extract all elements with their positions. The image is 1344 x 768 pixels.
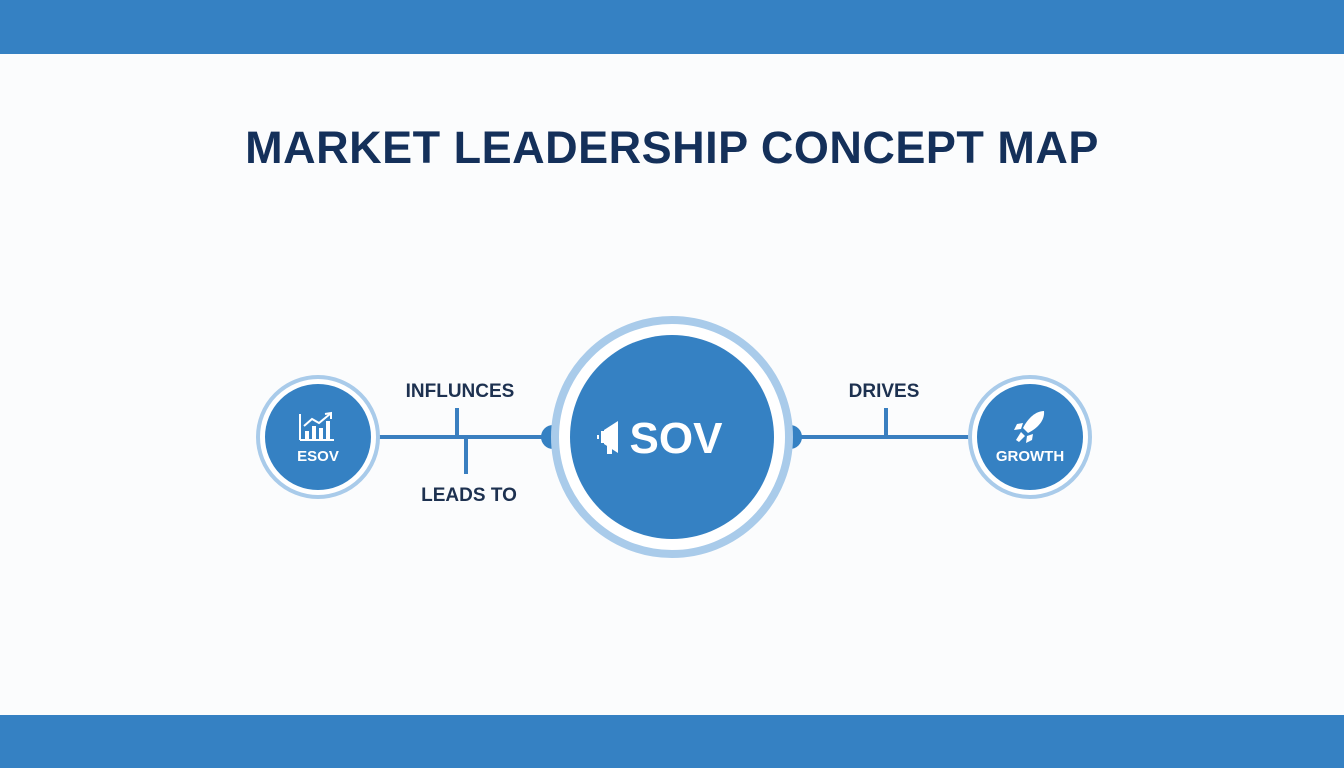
megaphone-icon — [597, 421, 618, 454]
node-growth: GROWTH — [968, 375, 1092, 499]
page-title: MARKET LEADERSHIP CONCEPT MAP — [245, 122, 1099, 173]
node-esov: ESOV — [256, 375, 380, 499]
connector-esov-sov — [378, 408, 565, 474]
rocket-icon — [1014, 411, 1045, 443]
connector-sov-growth — [778, 408, 970, 449]
edge-label-drives: DRIVES — [849, 381, 920, 402]
node-sov-label: SOV — [630, 414, 724, 463]
node-sov: SOV — [551, 316, 793, 558]
top-banner — [0, 0, 1344, 54]
edge-label-leads-to: LEADS TO — [421, 485, 517, 506]
node-esov-label: ESOV — [297, 448, 339, 465]
bottom-banner — [0, 715, 1344, 768]
bar-chart-trend-icon — [299, 411, 334, 441]
edge-label-influences: INFLUNCES — [406, 381, 515, 402]
node-growth-label: GROWTH — [996, 448, 1064, 465]
